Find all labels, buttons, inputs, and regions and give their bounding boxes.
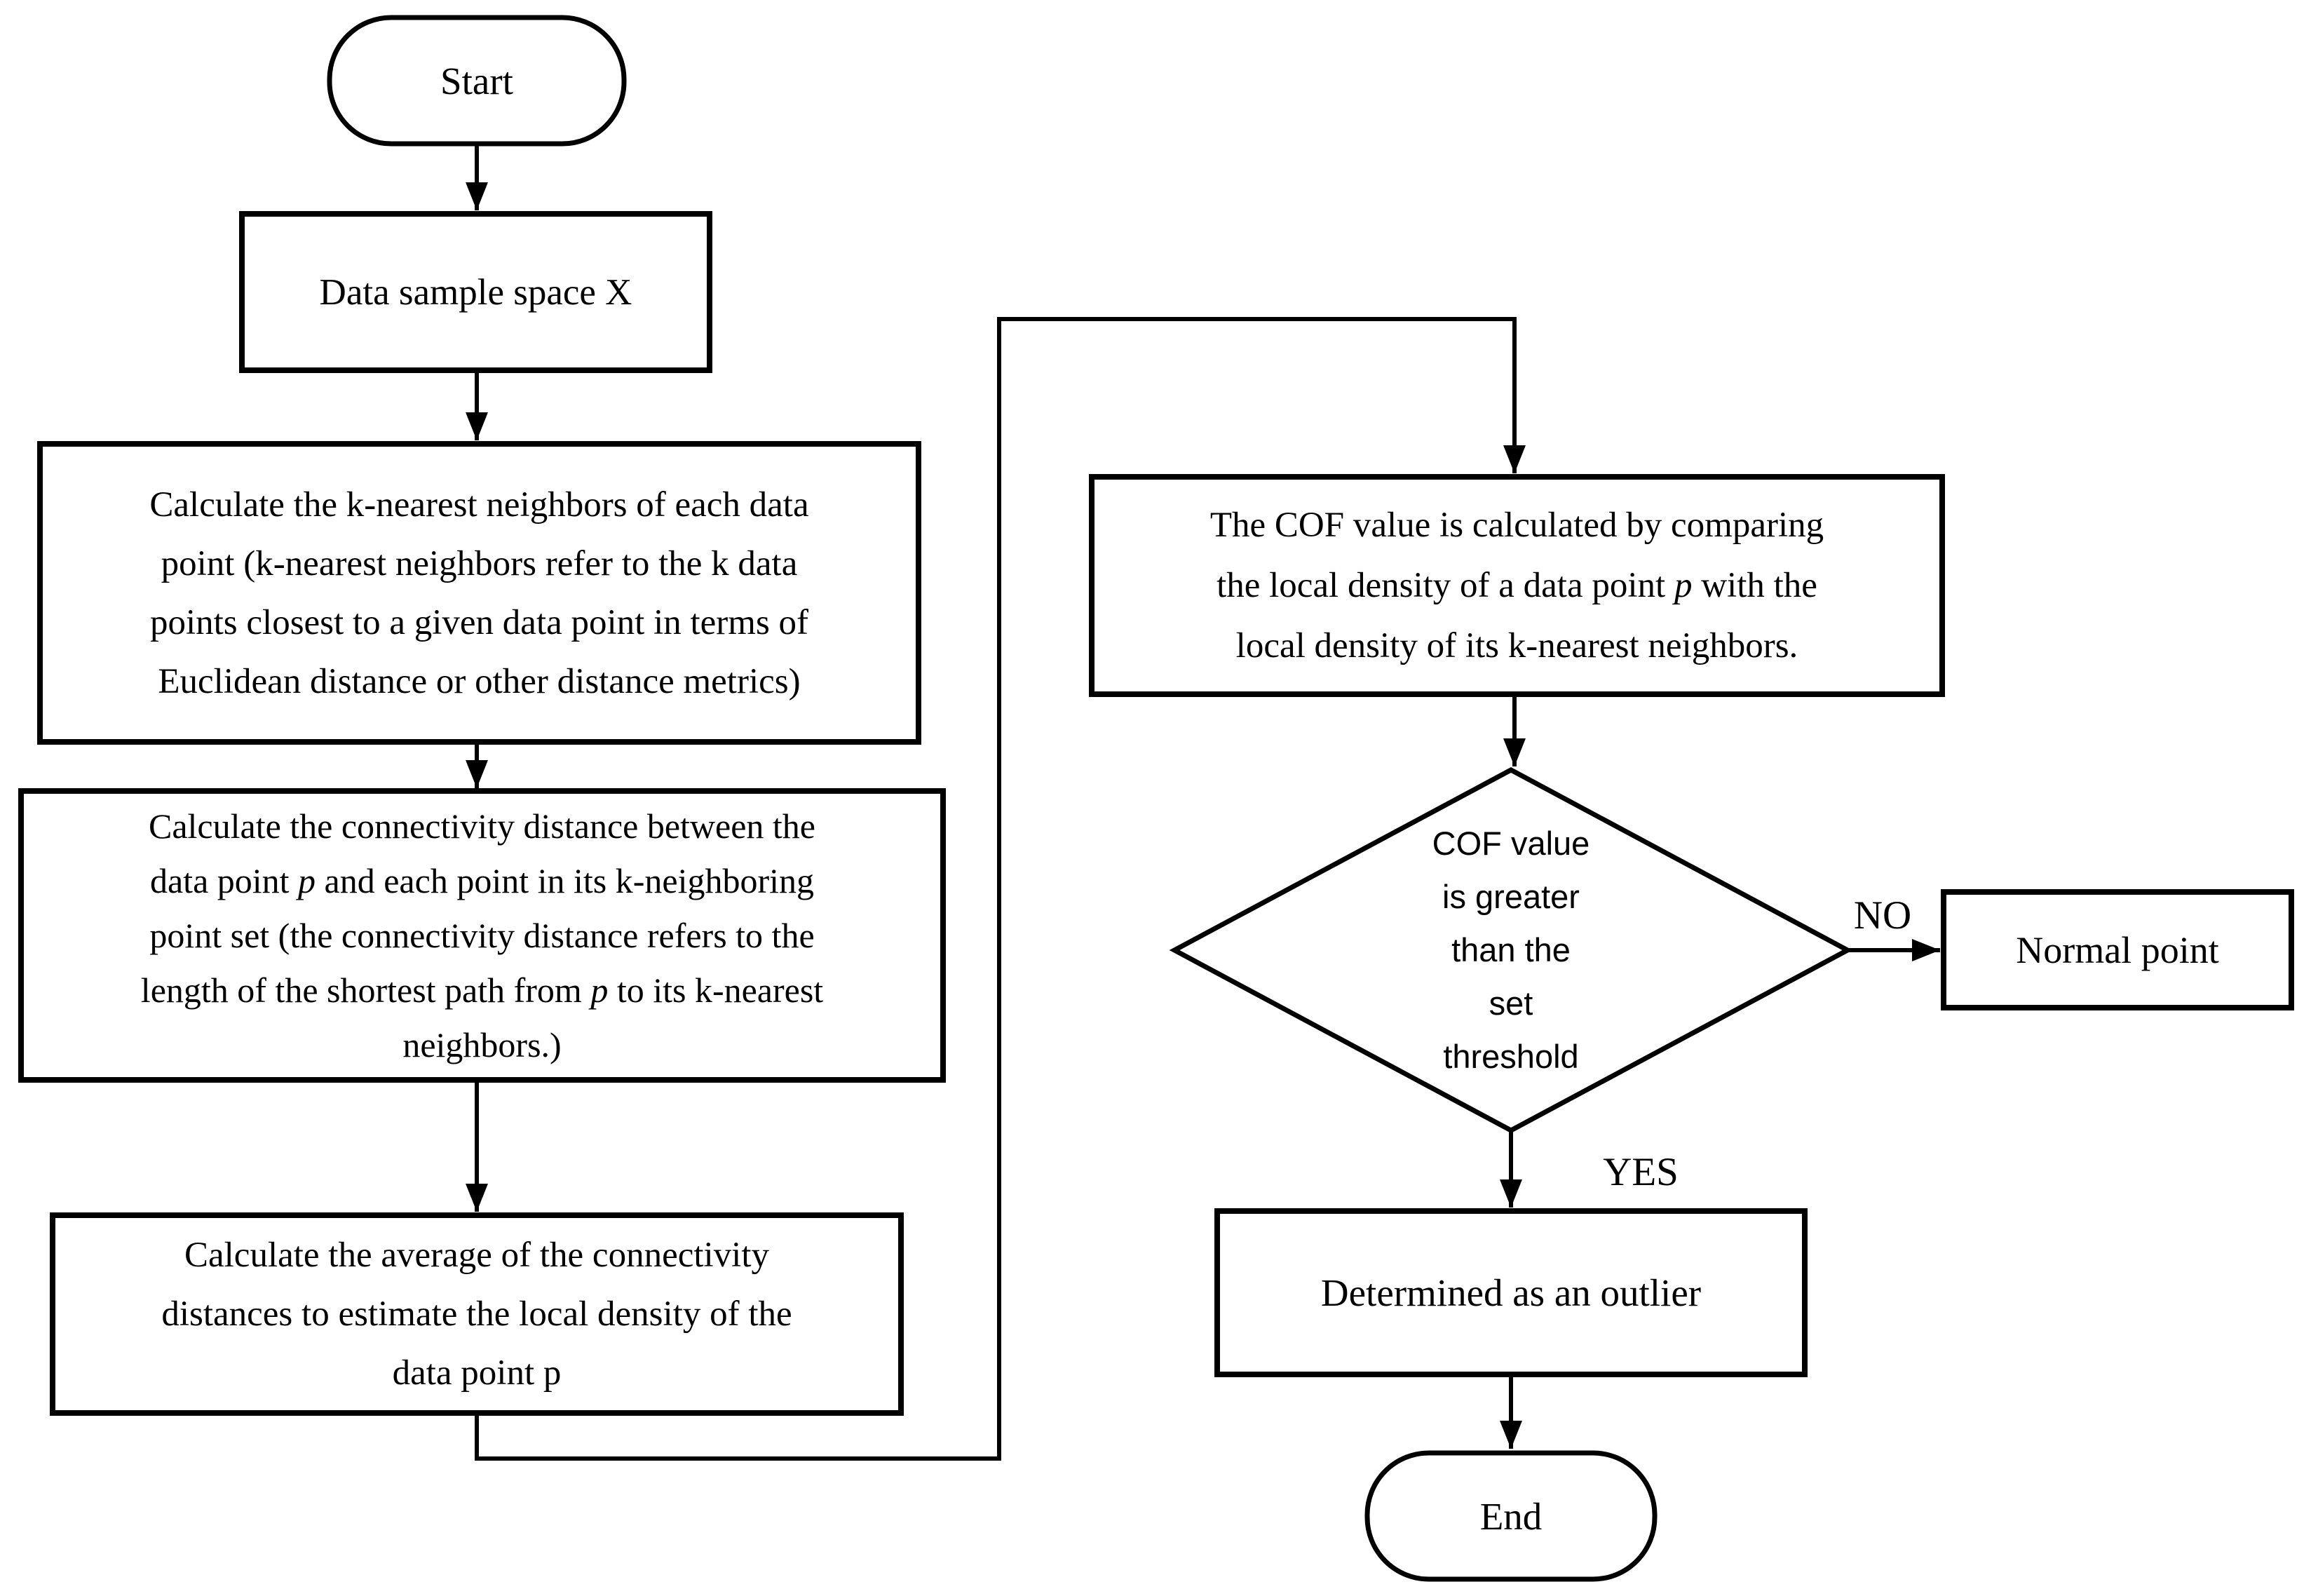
end-node-label: End: [1479, 1494, 1543, 1538]
connectivity-line-4: length of the shortest path from p to it…: [140, 971, 824, 1010]
decision-line-4: set: [1489, 985, 1533, 1022]
outlier-box-shape: [1214, 1208, 1808, 1377]
edge-label-no: NO: [1853, 893, 1912, 938]
connectivity-line-3: point set (the connectivity distance ref…: [149, 916, 815, 955]
start-terminator-shape: [327, 15, 627, 147]
knn-line-3: points closest to a given data point in …: [149, 602, 809, 642]
cof-line-2: the local density of a data point p with…: [1216, 566, 1817, 605]
decision-line-5: threshold: [1443, 1038, 1579, 1075]
connectivity-line-5: neighbors.): [402, 1025, 562, 1064]
edge-label-yes: YES: [1603, 1150, 1679, 1194]
start-node-label: Start: [440, 59, 513, 102]
dataspace-node-label: Data sample space X: [319, 271, 632, 313]
normal-node-label: Normal point: [2016, 928, 2219, 971]
average-line-3: data point p: [392, 1353, 562, 1393]
connector-average-to-cof: [475, 317, 1526, 1461]
connectivity-line-1: Calculate the connectivity distance betw…: [148, 806, 815, 846]
average-line-2: distances to estimate the local density …: [161, 1294, 792, 1334]
connectivity-box-shape: [18, 788, 946, 1083]
connectivity-node-label: Calculate the connectivity distance betw…: [21, 791, 943, 1080]
knn-box-shape: [37, 441, 921, 745]
decision-node-label: COF value is greater than the set thresh…: [1174, 770, 1848, 1130]
knn-line-1: Calculate the k-nearest neighbors of eac…: [149, 485, 809, 525]
decision-diamond-shape: [1169, 767, 1853, 1133]
cof-box-shape: [1089, 474, 1945, 697]
outlier-node-label: Determined as an outlier: [1320, 1271, 1702, 1314]
average-node-label: Calculate the average of the connectivit…: [53, 1215, 901, 1413]
cof-node-label: The COF value is calculated by comparing…: [1092, 477, 1942, 694]
normal-box-shape: [1941, 889, 2294, 1010]
cof-line-1: The COF value is calculated by comparing: [1209, 506, 1824, 545]
average-line-1: Calculate the average of the connectivit…: [184, 1236, 770, 1275]
knn-line-2: point (k-nearest neighbors refer to the …: [161, 543, 798, 583]
connectivity-line-2: data point p and each point in its k-nei…: [149, 861, 815, 900]
knn-node-label: Calculate the k-nearest neighbors of eac…: [40, 444, 919, 742]
dataspace-box-shape: [239, 211, 712, 373]
knn-line-4: Euclidean distance or other distance met…: [158, 661, 801, 701]
decision-line-2: is greater: [1442, 878, 1580, 915]
cof-line-3: local density of its k-nearest neighbors…: [1235, 626, 1798, 665]
decision-line-3: than the: [1451, 931, 1571, 968]
average-box-shape: [50, 1212, 904, 1416]
end-terminator-shape: [1364, 1450, 1658, 1582]
decision-line-1: COF value: [1432, 825, 1590, 862]
